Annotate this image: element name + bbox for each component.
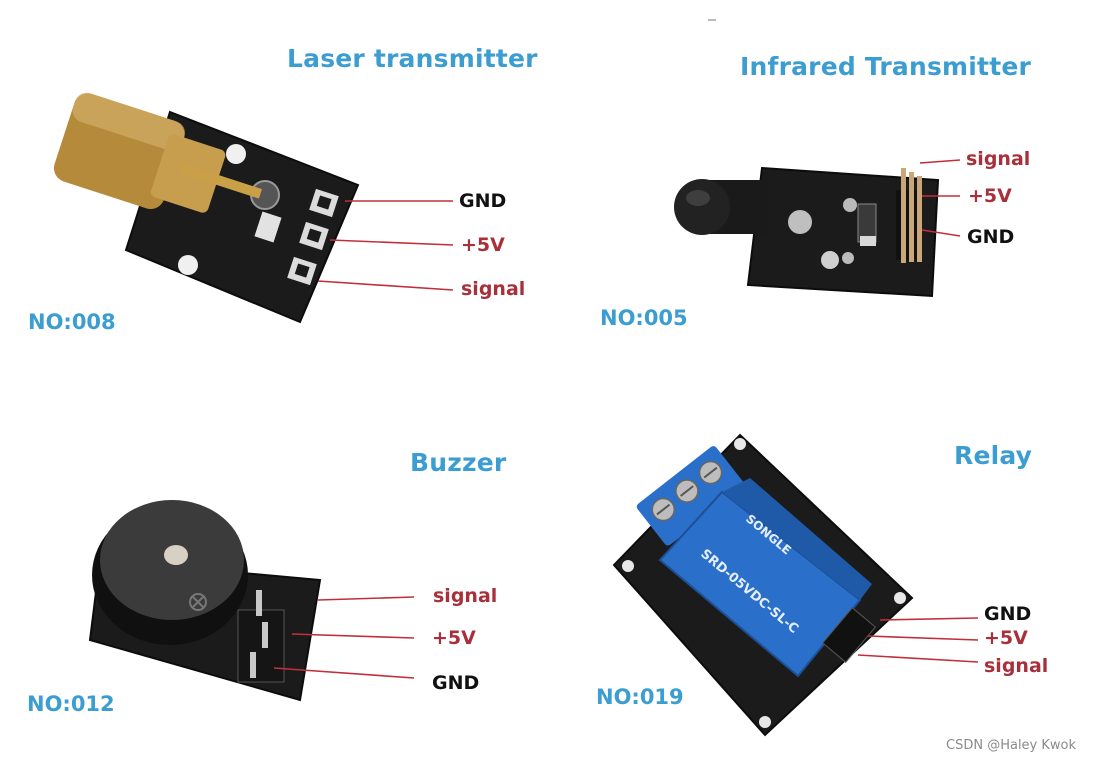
relay-pin-label-5v: +5V [984, 627, 1028, 649]
laser-5v-leader [329, 239, 454, 246]
laser-led [226, 144, 246, 164]
infrared-transmitter-title: Infrared Transmitter [740, 52, 1032, 81]
buzzer-signal-leader [317, 596, 415, 601]
infrared-led [674, 179, 768, 235]
infrared-part-number: NO:005 [600, 306, 688, 330]
buzzer-pin-label-signal: signal [433, 585, 498, 607]
laser-pin-label-5v: +5V [461, 234, 505, 256]
buzzer-gnd-leader [273, 667, 415, 679]
infrared-signal-leader [919, 159, 961, 164]
laser-part-number: NO:008 [28, 310, 116, 334]
watermark: CSDN @Haley Kwok [946, 738, 1077, 753]
infrared-pin-label-gnd: GND [967, 226, 1015, 248]
infrared-pin-label-5v: +5V [968, 185, 1012, 207]
laser-pin-label-gnd: GND [459, 190, 507, 212]
relay-5v-leader [867, 635, 979, 641]
stray-mark [708, 19, 716, 21]
buzzer-body [92, 500, 248, 645]
buzzer-header-pins [237, 590, 285, 683]
relay-terminal-block [636, 446, 745, 546]
buzzer-pin-label-5v: +5V [432, 627, 476, 649]
relay-part-number: NO:019 [596, 685, 684, 709]
relay-signal-leader [857, 654, 979, 663]
relay-header-pins [822, 607, 876, 663]
laser-signal-leader [317, 280, 454, 291]
infrared-pin-label-signal: signal [966, 148, 1031, 170]
laser-resistor [254, 211, 282, 243]
relay-pin-label-gnd: GND [984, 603, 1032, 625]
buzzer-title: Buzzer [410, 448, 507, 477]
infrared-header-pins [896, 168, 922, 263]
laser-barrel [53, 92, 262, 213]
buzzer-part-number: NO:012 [27, 692, 115, 716]
buzzer-5v-leader [291, 633, 415, 639]
relay-body: SRD-05VDC-SL-C SONGLE [658, 478, 872, 678]
relay-pin-label-signal: signal [984, 655, 1049, 677]
buzzer-pin-label-gnd: GND [432, 672, 480, 694]
infrared-pcb [746, 166, 940, 298]
relay-title: Relay [954, 441, 1033, 470]
relay-gnd-leader [879, 617, 979, 621]
laser-transmitter-title: Laser transmitter [287, 44, 538, 73]
laser-pin-label-signal: signal [461, 278, 526, 300]
infrared-gnd-leader [921, 229, 961, 237]
